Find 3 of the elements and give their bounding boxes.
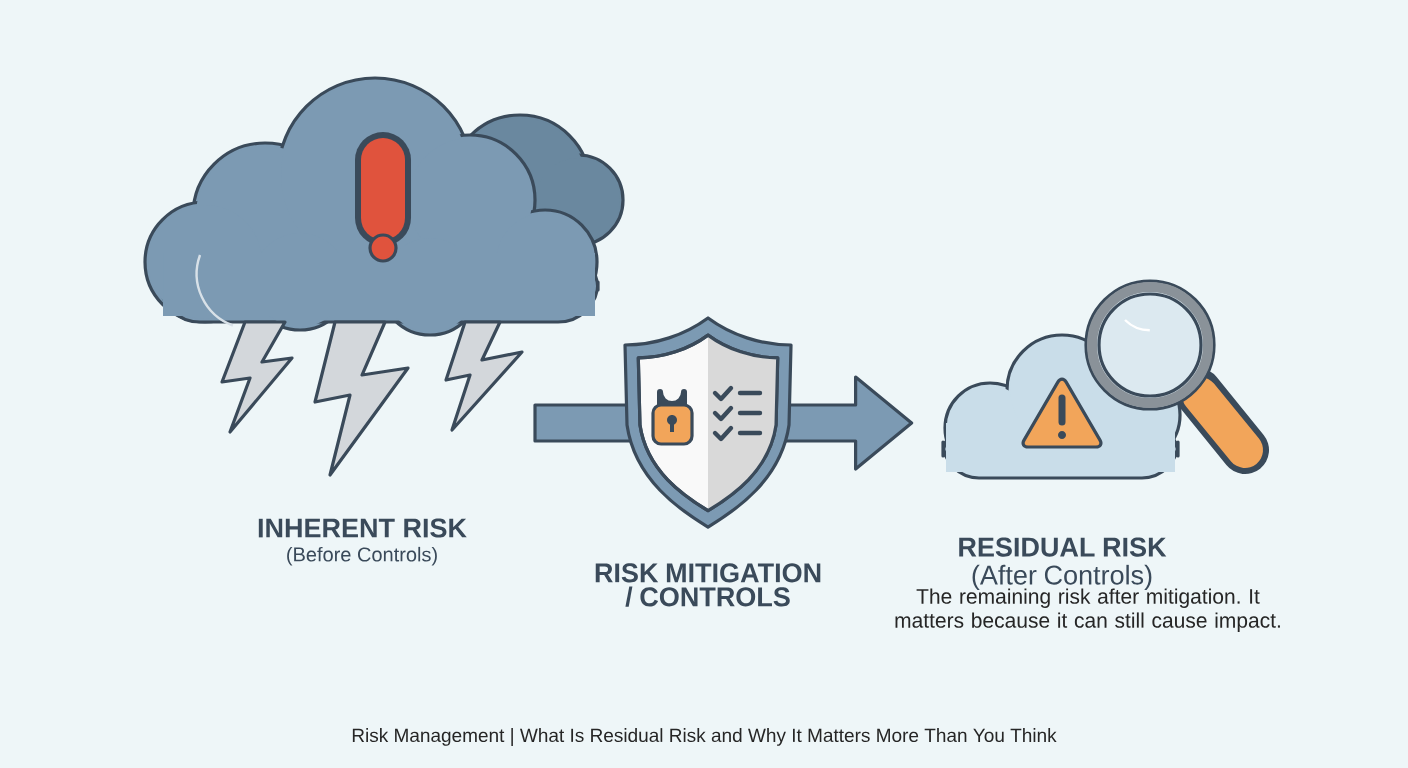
footer-text: Risk Management | What Is Residual Risk and Why It Matters More Than You Think xyxy=(352,728,1057,746)
caption-text: RISK MITIGATION / CONTROLS xyxy=(595,563,821,607)
caption-text: INHERENT RISK (Before Controls) xyxy=(258,518,467,566)
